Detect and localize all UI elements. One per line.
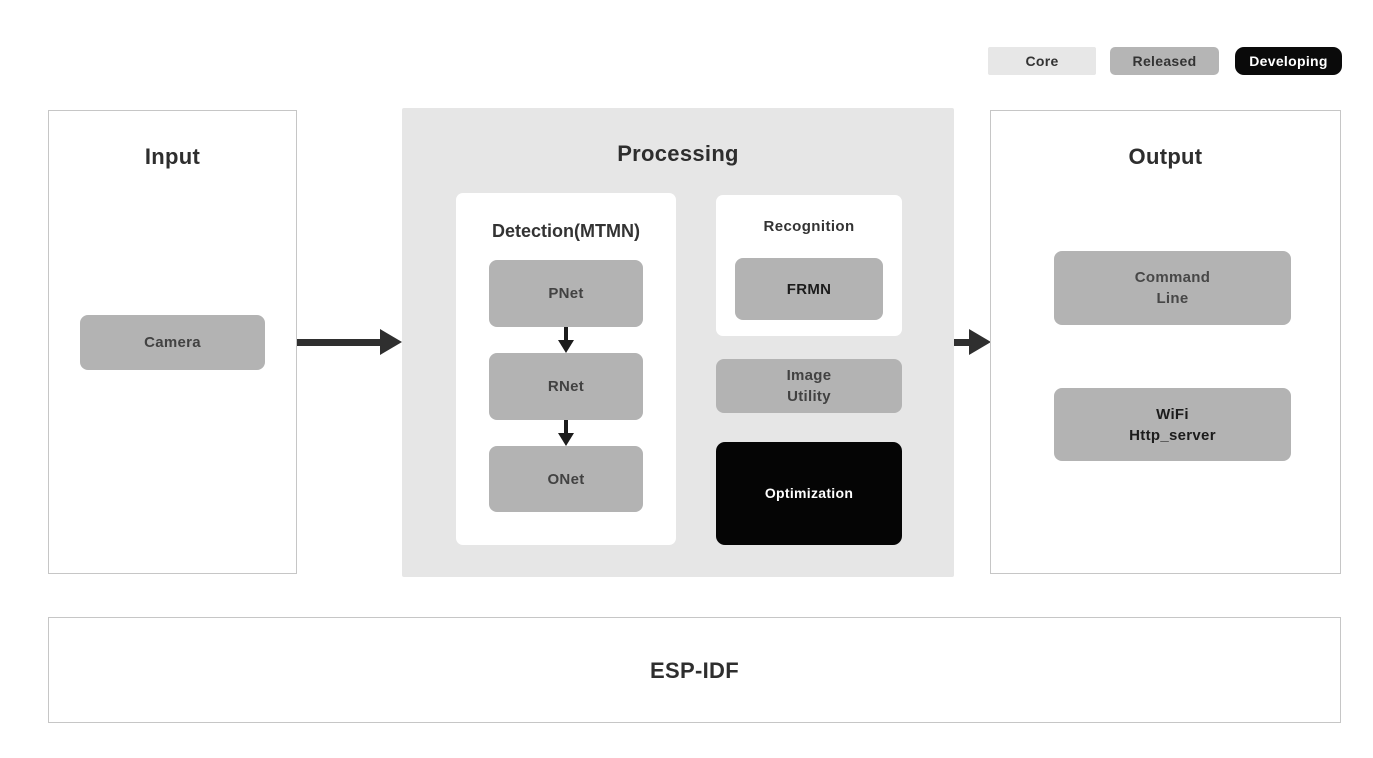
frmn-module: FRMN bbox=[735, 258, 883, 320]
optimization-module: Optimization bbox=[716, 442, 902, 545]
input-to-processing-arrow bbox=[297, 329, 402, 355]
arrow-shaft bbox=[954, 339, 971, 346]
rnet-module: RNet bbox=[489, 353, 643, 420]
esp-idf-title: ESP-IDF bbox=[650, 658, 739, 683]
esp-idf-panel: ESP-IDF bbox=[48, 617, 1341, 723]
wifi-http-server-module: WiFi Http_server bbox=[1054, 388, 1291, 461]
pnet-module: PNet bbox=[489, 260, 643, 327]
arrow-shaft bbox=[297, 339, 382, 346]
legend-released-badge: Released bbox=[1110, 47, 1219, 75]
onet-module: ONet bbox=[489, 446, 643, 512]
legend-core-badge: Core bbox=[988, 47, 1096, 75]
legend-developing-badge: Developing bbox=[1235, 47, 1342, 75]
arrow-head-icon bbox=[558, 433, 574, 446]
arrow-head-icon bbox=[969, 329, 991, 355]
detection-group-title: Detection(MTMN) bbox=[492, 221, 640, 241]
image-utility-module: Image Utility bbox=[716, 359, 902, 413]
input-panel-title: Input bbox=[144, 144, 201, 169]
arrow-head-icon bbox=[380, 329, 402, 355]
camera-module: Camera bbox=[80, 315, 265, 370]
pnet-to-rnet-arrow bbox=[558, 327, 574, 353]
arrow-shaft bbox=[564, 420, 568, 434]
rnet-to-onet-arrow bbox=[558, 420, 574, 446]
recognition-group-title: Recognition bbox=[763, 218, 855, 235]
output-panel: Output bbox=[990, 110, 1341, 574]
processing-panel-title: Processing bbox=[617, 141, 739, 166]
arrow-shaft bbox=[564, 327, 568, 341]
output-panel-title: Output bbox=[1128, 144, 1203, 169]
processing-to-output-arrow bbox=[954, 329, 991, 355]
arrow-head-icon bbox=[558, 340, 574, 353]
command-line-module: Command Line bbox=[1054, 251, 1291, 325]
